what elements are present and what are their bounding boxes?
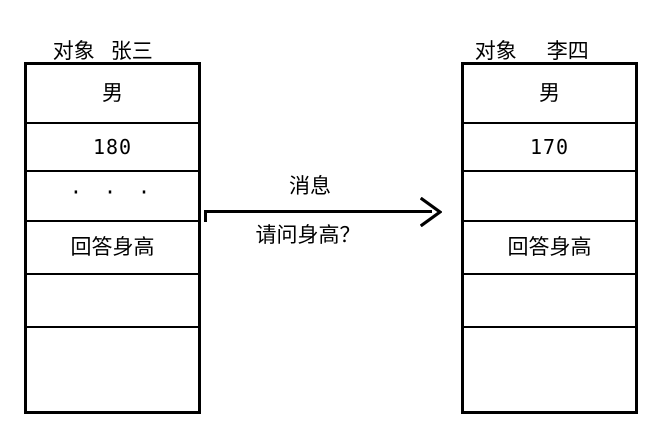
object-right-row-2 [464,172,635,222]
object-right-row-4 [464,275,635,328]
object-right-cell-1: 170 [529,135,570,159]
message-label-above: 消息 [289,174,331,198]
object-box-right: 男 170 回答身高 [461,62,638,414]
object-left-row-4 [27,275,198,328]
object-header-right-name: 李四 [546,39,589,63]
object-left-cell-0: 男 [102,81,123,105]
object-left-row-3: 回答身高 [27,222,198,275]
object-right-cell-3: 回答身高 [507,235,592,259]
object-box-left: 男 180 · · · 回答身高 [24,62,201,414]
object-right-cell-0: 男 [539,81,560,105]
message-arrow-group: 消息 请问身高？ [204,168,444,260]
object-header-left: 对象张三 [26,20,153,83]
object-left-row-2: · · · [27,172,198,222]
object-right-row-0: 男 [464,65,635,124]
object-left-cell-3: 回答身高 [70,235,155,259]
object-header-left-name: 张三 [110,39,153,63]
arrow-tail-tick [204,213,207,222]
arrow-right-icon [420,197,442,227]
object-left-row-5 [27,328,198,411]
object-header-right: 对象 李四 [448,20,589,83]
object-header-left-label: 对象 [52,39,95,63]
object-header-right-label: 对象 [474,39,517,63]
object-left-row-1: 180 [27,124,198,172]
object-left-row-0: 男 [27,65,198,124]
arrow-shaft [204,210,432,213]
object-right-row-3: 回答身高 [464,222,635,275]
object-left-cell-2: · · · [69,180,156,204]
message-label-below: 请问身高？ [255,223,361,247]
object-right-row-5 [464,328,635,411]
object-left-cell-1: 180 [92,135,133,159]
object-right-row-1: 170 [464,124,635,172]
